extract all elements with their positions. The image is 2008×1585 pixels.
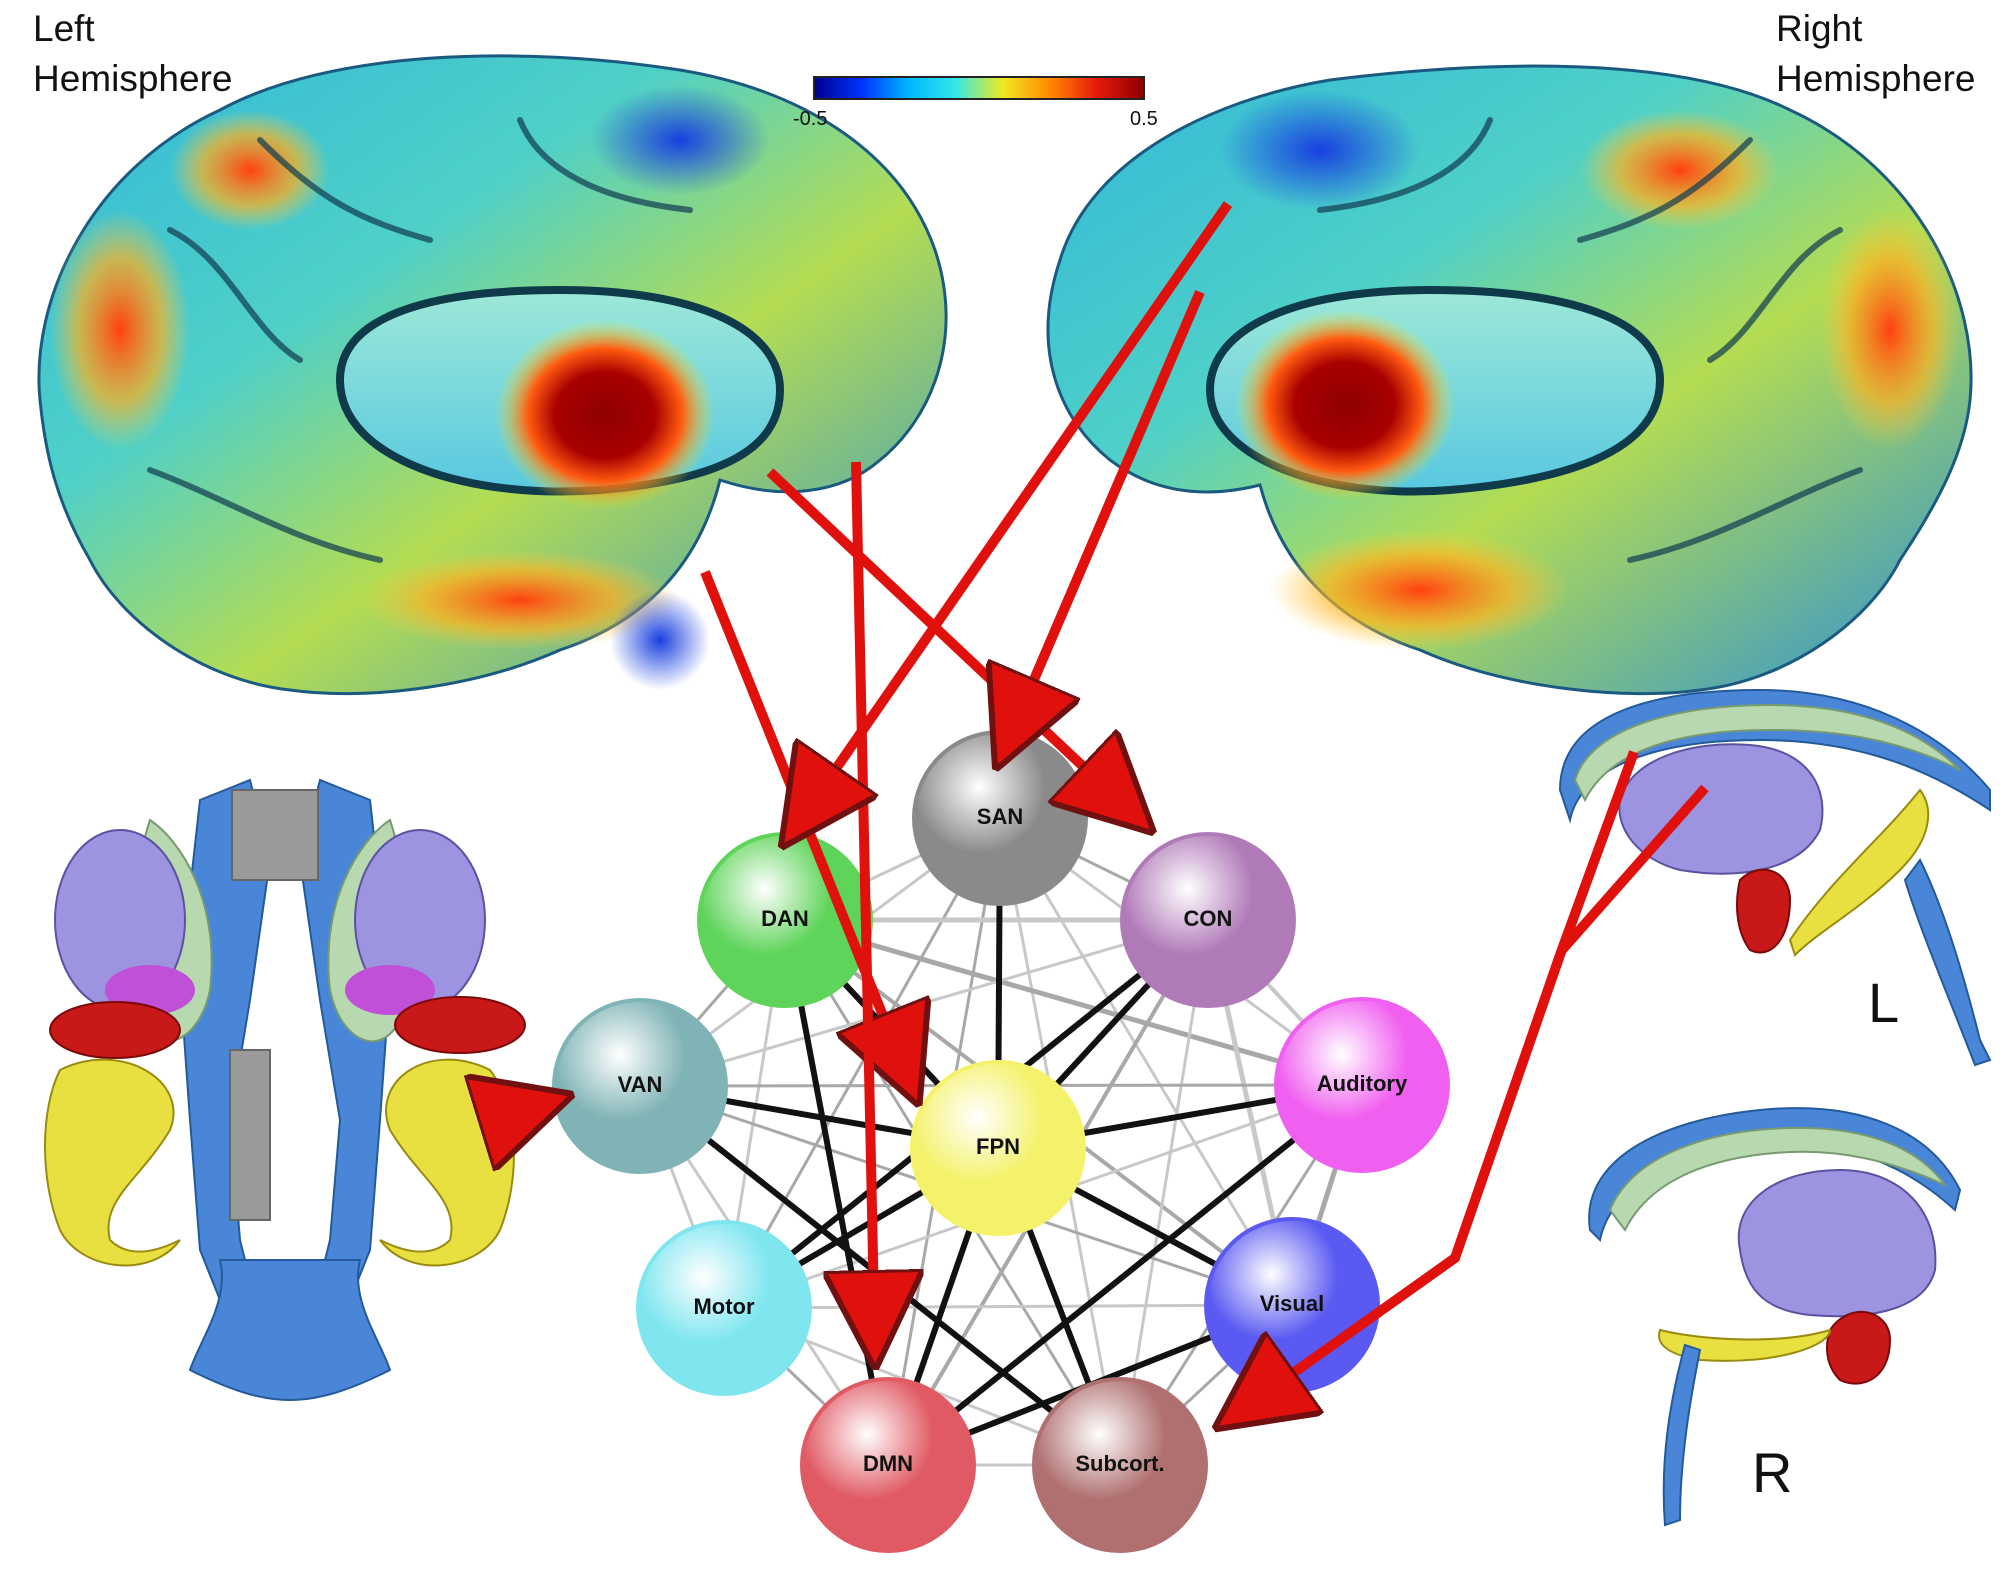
right-temporal-warm <box>1270 530 1570 650</box>
right-red-structure <box>395 997 525 1053</box>
network-node-con: CON <box>1122 834 1294 1006</box>
sagittal-r-red <box>1827 1312 1890 1384</box>
right-thalamus-hotspot <box>1235 310 1455 500</box>
network-node-vis: Visual <box>1206 1219 1378 1391</box>
right-parietal-warm <box>1580 110 1780 230</box>
colorbar <box>813 76 1145 100</box>
sagittal-l-brainstem <box>1905 860 1990 1065</box>
network-node-label-vis: Visual <box>1260 1291 1324 1316</box>
view-right-label: R <box>1752 1440 1792 1505</box>
left-occipital-warm <box>50 210 190 450</box>
network-node-label-dan: DAN <box>761 906 809 931</box>
left-hippocampus-yellow <box>45 1060 180 1266</box>
right-hemisphere-surface <box>1048 66 1971 694</box>
left-red-structure <box>50 1002 180 1058</box>
network-node-label-mot: Motor <box>693 1294 755 1319</box>
colorbar-min-label: -0.5 <box>793 108 827 131</box>
network-node-aud: Auditory <box>1276 999 1448 1171</box>
right-occipital-warm <box>1820 210 1960 450</box>
network-node-label-van: VAN <box>618 1072 663 1097</box>
network-node-label-dmn: DMN <box>863 1451 913 1476</box>
network-node-fpn: FPN <box>912 1062 1084 1234</box>
left-hemisphere-label: Left Hemisphere <box>33 4 232 104</box>
network-node-label-aud: Auditory <box>1317 1071 1408 1096</box>
left-frontal-cool <box>590 85 770 195</box>
midline-grey-top <box>232 790 318 880</box>
midline-grey-bottom <box>230 1050 270 1220</box>
subcortical-axial-rendering <box>45 780 525 1400</box>
network-node-label-con: CON <box>1184 906 1233 931</box>
network-node-label-san: SAN <box>977 804 1023 829</box>
network-node-san: SAN <box>914 732 1086 904</box>
sagittal-r-thalamus <box>1739 1170 1936 1316</box>
network-node-van: VAN <box>554 1000 726 1172</box>
left-thalamus-hotspot <box>495 320 715 510</box>
sagittal-r-brainstem <box>1664 1345 1700 1525</box>
left-parietal-warm <box>170 110 330 230</box>
network-node-dmn: DMN <box>802 1379 974 1551</box>
left-hemisphere-surface <box>39 56 946 694</box>
right-hemisphere-label: Right Hemisphere <box>1776 4 1975 104</box>
colorbar-max-label: 0.5 <box>1130 108 1158 131</box>
right-frontal-cool <box>1220 90 1420 210</box>
network-node-label-sub: Subcort. <box>1075 1451 1164 1476</box>
left-temporal-pole-cool <box>610 590 710 690</box>
network-node-mot: Motor <box>638 1222 810 1394</box>
network-node-label-fpn: FPN <box>976 1134 1020 1159</box>
right-hippocampus-yellow <box>380 1060 514 1266</box>
sagittal-l-red <box>1737 870 1790 953</box>
arrow-left-to-fpn <box>705 572 912 1088</box>
view-left-label: L <box>1868 970 1899 1035</box>
network-node-sub: Subcort. <box>1034 1379 1206 1551</box>
